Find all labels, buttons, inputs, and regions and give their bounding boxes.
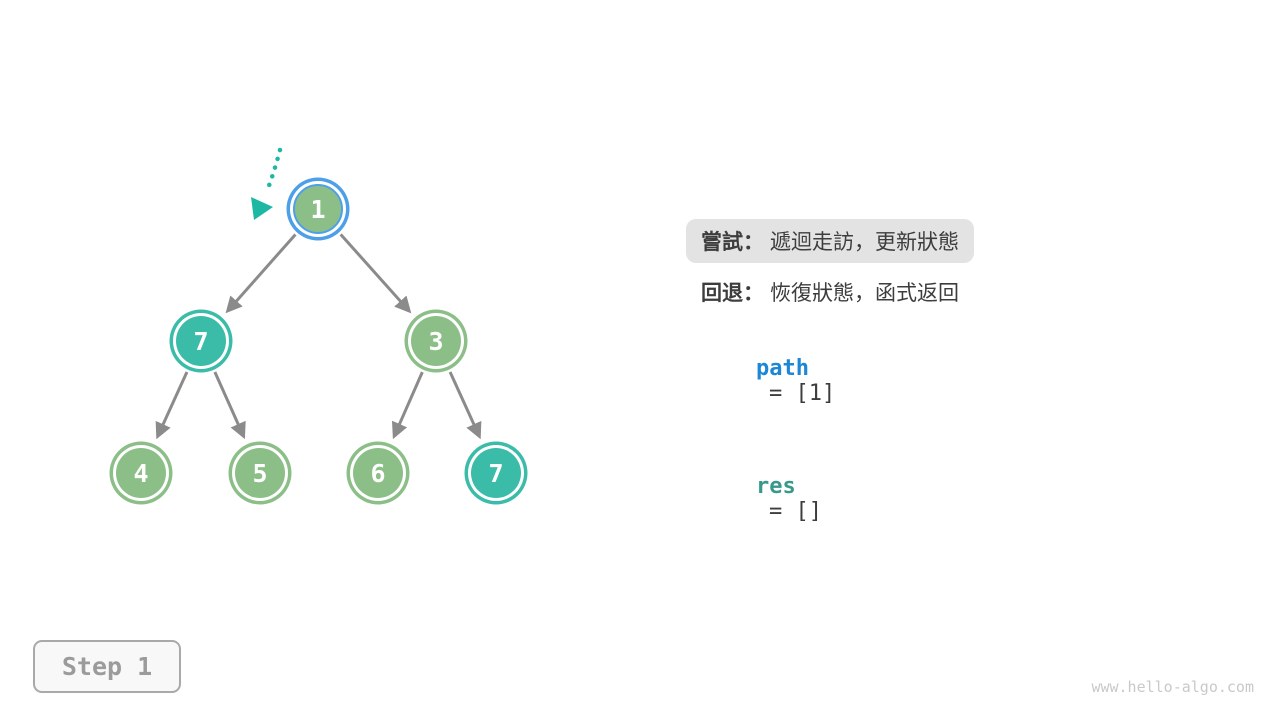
path-value: = [1] (768, 381, 836, 406)
res-variable-line: res = [] (703, 449, 822, 549)
tree-node-n7l: 7 (176, 316, 226, 366)
tree-node-n6: 6 (353, 448, 403, 498)
legend-back-text: 恢復狀態，函式返回 (770, 282, 959, 305)
path-variable-line: path = [1] (703, 331, 835, 431)
legend-back: 回退： 恢復狀態，函式返回 (701, 279, 959, 305)
current-pointer-arrow (251, 147, 283, 220)
tree-node-n4: 4 (116, 448, 166, 498)
tree-edge-n3-n6 (391, 371, 424, 440)
tree-node-n7r: 7 (471, 448, 521, 498)
path-keyword: path (755, 356, 809, 381)
tree-node-n3: 3 (411, 316, 461, 366)
tree-edge-n7l-n5 (213, 371, 246, 440)
pointer-arrowhead-icon (251, 197, 273, 220)
tree-edge-n1-n7l (225, 233, 297, 314)
res-keyword: res (755, 474, 796, 499)
legend-try-text: 遞迴走訪，更新狀態 (770, 231, 959, 254)
tree-edge-n1-n3 (339, 233, 412, 314)
legend-back-label: 回退： (701, 282, 764, 305)
tree-edges (155, 233, 482, 440)
step-badge: Step 1 (33, 640, 181, 693)
tree-edge-n3-n7r (448, 371, 482, 440)
tree-edge-n7l-n4 (155, 371, 189, 440)
tree-node-n1: 1 (293, 184, 343, 234)
res-value: = [] (768, 499, 822, 524)
pointer-dotted-path (264, 147, 283, 194)
tree-node-n5: 5 (235, 448, 285, 498)
legend-try-label: 嘗試： (701, 231, 764, 254)
legend-try: 嘗試： 遞迴走訪，更新狀態 (686, 219, 974, 263)
watermark: www.hello-algo.com (1091, 678, 1254, 696)
